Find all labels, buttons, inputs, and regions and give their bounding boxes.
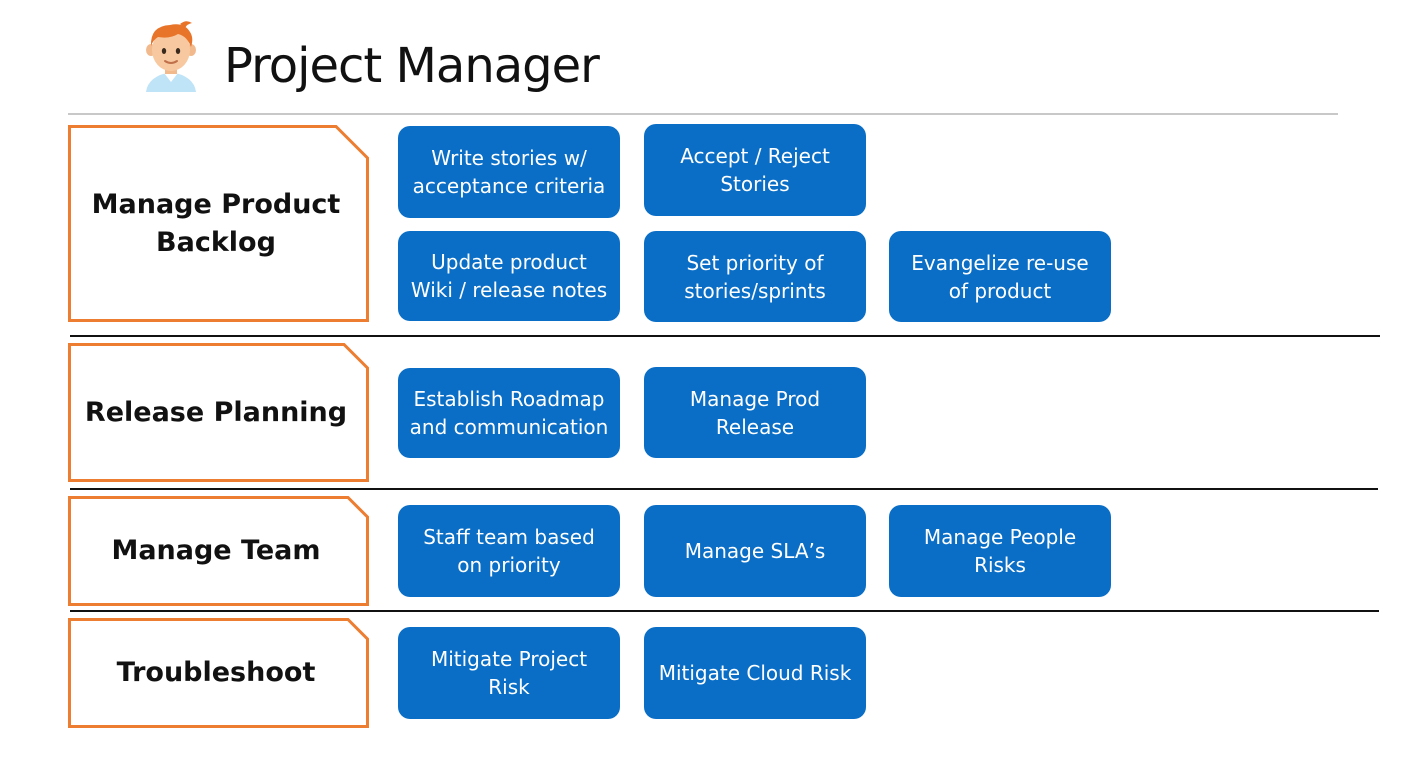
- category-label: Release Planning: [84, 396, 348, 428]
- category-label: Manage Team: [111, 535, 321, 566]
- task-update-product-wiki[interactable]: Update product Wiki / release notes: [398, 231, 620, 321]
- category-label: Troubleshoot: [116, 657, 316, 688]
- category-box-shape: [68, 496, 369, 606]
- row-divider: [70, 488, 1378, 490]
- task-set-priority[interactable]: Set priority of stories/sprints: [644, 231, 866, 322]
- task-mitigate-cloud-risk[interactable]: Mitigate Cloud Risk: [644, 627, 866, 719]
- task-manage-people-risks[interactable]: Manage People Risks: [889, 505, 1111, 597]
- task-mitigate-project-risk[interactable]: Mitigate Project Risk: [398, 627, 620, 719]
- task-write-stories[interactable]: Write stories w/ acceptance criteria: [398, 126, 620, 218]
- category-label: Manage Product Backlog: [91, 188, 341, 258]
- row-divider: [70, 335, 1380, 337]
- page-title: Project Manager: [224, 38, 600, 94]
- category-box-shape: [68, 343, 369, 482]
- category-box-shape: [68, 125, 369, 322]
- category-box-shape: [68, 618, 369, 728]
- task-evangelize-reuse[interactable]: Evangelize re-use of product: [889, 231, 1111, 322]
- task-manage-prod-release[interactable]: Manage Prod Release: [644, 367, 866, 458]
- person-avatar-icon: [140, 20, 202, 92]
- task-accept-reject-stories[interactable]: Accept / Reject Stories: [644, 124, 866, 216]
- category-manage-product-backlog: Manage Product Backlog: [68, 125, 369, 322]
- task-staff-team[interactable]: Staff team based on priority: [398, 505, 620, 597]
- title-divider: [68, 113, 1338, 115]
- category-manage-team: Manage Team: [68, 496, 369, 606]
- task-manage-slas[interactable]: Manage SLA’s: [644, 505, 866, 597]
- row-divider: [70, 610, 1379, 612]
- task-establish-roadmap[interactable]: Establish Roadmap and communication: [398, 368, 620, 458]
- category-troubleshoot: Troubleshoot: [68, 618, 369, 728]
- category-release-planning: Release Planning: [68, 343, 369, 482]
